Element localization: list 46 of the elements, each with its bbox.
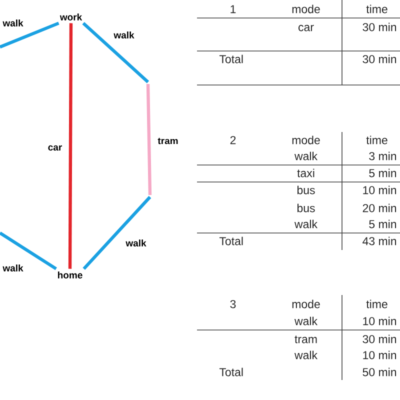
table-cell-text: 5 min	[369, 220, 396, 228]
table-cell-text: Total	[219, 236, 243, 246]
table-cell-text: mode	[292, 300, 320, 308]
table-cell-text: time	[366, 136, 388, 144]
table-cell-text: mode	[292, 4, 320, 14]
table-cell-text: 30 min	[362, 334, 396, 344]
table-cell-text: 3 min	[369, 152, 396, 160]
table-cell-text: Total	[219, 368, 243, 376]
edge-label: walk	[2, 20, 24, 26]
table-cell-text: bus	[297, 204, 315, 212]
table-cell-text: taxi	[297, 168, 314, 178]
table-cell-text: 10 min	[363, 316, 396, 326]
table-cell-text: walk	[294, 220, 318, 228]
table-cell-text: time	[366, 4, 388, 14]
route-line	[0, 232, 57, 270]
route-line	[82, 22, 150, 84]
table-cell-text: 1	[230, 5, 236, 14]
table-cell-text: bus	[297, 186, 315, 194]
table-cell-text: walk	[294, 316, 318, 326]
route-line	[0, 22, 60, 48]
route-line	[82, 196, 152, 270]
table-cell-text: 30 min	[362, 54, 396, 64]
table-cell-text: 5 min	[369, 168, 396, 178]
route-label: tram	[158, 138, 178, 144]
table-cell-text: 43 min	[362, 236, 396, 246]
table-cell-text: walk	[294, 350, 318, 360]
table-cell-text: car	[298, 24, 314, 32]
table-cell-text: 10 min	[363, 186, 396, 194]
place-label: home	[58, 272, 82, 278]
edge-label: car	[48, 145, 62, 151]
table-cell-text: tram	[294, 336, 317, 344]
place-label: work	[60, 14, 82, 20]
table-cell-text: walk	[294, 152, 318, 160]
table-cell-text: 50 min	[362, 368, 396, 376]
table-cell-text: 2	[230, 136, 236, 144]
table-cell-text: 10 min	[363, 350, 396, 360]
table-cell-text: time	[366, 300, 388, 308]
table-cell-text: mode	[292, 136, 320, 144]
table-cell-text: 30 min	[362, 22, 396, 32]
table-cell-text: 20 min	[362, 204, 396, 212]
edge-label: walk	[114, 32, 134, 38]
route-line	[68, 23, 73, 269]
table-cell-text: 3	[230, 300, 236, 308]
table-cell-text: Total	[219, 54, 243, 64]
edge-label: walk	[126, 240, 146, 246]
edge-label: walk	[2, 264, 24, 272]
